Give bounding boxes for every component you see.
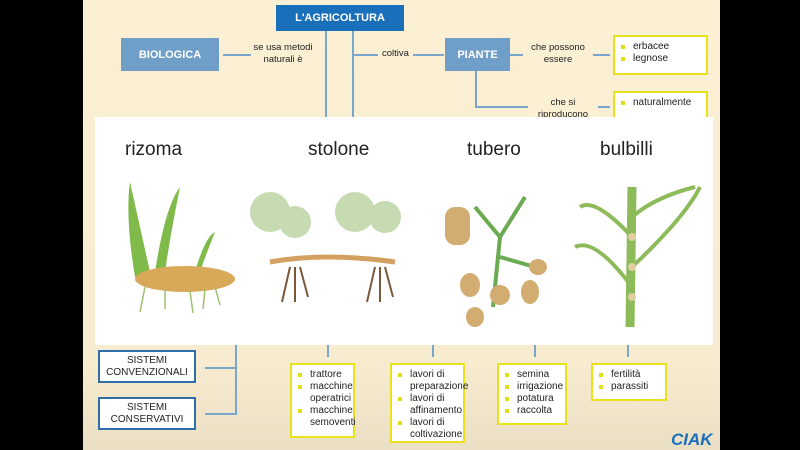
biologica-node: BIOLOGICA [121,38,219,71]
ciak-logo: CIAK [671,430,713,449]
piante-node: PIANTE [445,38,510,71]
rizoma-illustration [128,182,235,314]
tubero-illustration [445,195,547,327]
plant-illustrations [128,182,702,328]
title-stolone: stolone [308,139,370,160]
bulbilli-illustration [574,185,702,328]
coltiva-label: coltiva [378,48,413,60]
root-node: L'AGRICOLTURA [276,5,404,31]
title-bulbilli: bulbilli [600,139,653,160]
plant-overlay: rizoma stolone tubero bulbilli [95,117,713,345]
stolone-illustration [250,192,401,303]
title-rizoma: rizoma [125,139,183,160]
title-tubero: tubero [467,139,521,160]
